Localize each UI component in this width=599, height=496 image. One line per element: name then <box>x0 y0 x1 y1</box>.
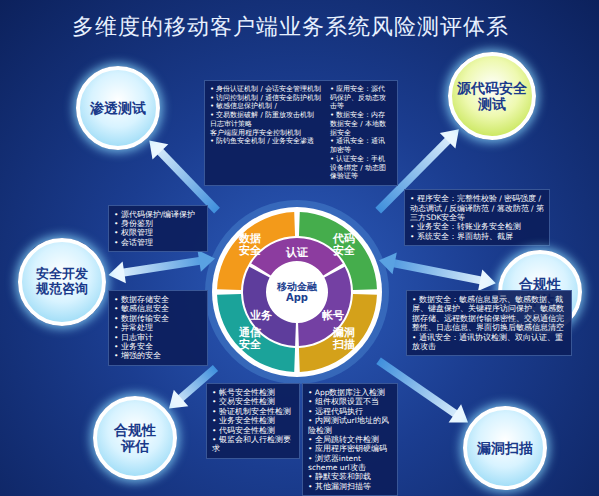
arrow-connector <box>109 250 216 283</box>
node-text: • 内网测试url地址的风险检测 <box>308 416 392 435</box>
service-circle: 漏洞扫描 <box>463 406 547 490</box>
node-text: 日志审计策略 <box>210 120 326 129</box>
inner-ring-label: 认证 <box>286 241 308 260</box>
node-text: • 通讯安全：通讯加密等 <box>330 137 392 155</box>
arrow-head <box>198 250 216 272</box>
segment-fill <box>299 294 377 372</box>
node-text: • 系统安全：界面劫持、截屏 <box>410 232 544 241</box>
bullet-panel: • 程序安全：完整性校验 / 密码强度 / 动态调试 / 反编译防范 / 篡改防… <box>404 189 550 246</box>
arrow-head <box>440 129 459 148</box>
node-text: • 静默安装和卸载 <box>308 472 392 481</box>
ring-glow <box>205 200 389 384</box>
node-text: 通信安全 <box>238 327 262 351</box>
node-text: • 交易数据破解 / 防重放攻击机制 <box>210 111 326 120</box>
node-text: • 应用程序密钥硬编码 <box>308 444 392 453</box>
ring-border <box>212 207 382 377</box>
node-text: • 验证机制安全性检测 <box>212 407 294 416</box>
node-text: • 应用安全：源代码保护、反动态攻击等 <box>330 85 392 111</box>
service-circle: 渗透测试 <box>76 66 160 150</box>
node-text: 源代码安全测试 <box>456 80 528 112</box>
node-text: 客户端应用程序安全控制机制 <box>210 129 326 138</box>
ring-segment: 漏洞扫描 <box>297 292 377 372</box>
node-text: • 业务安全 <box>114 342 202 351</box>
node-text: • App数据库注入检测 <box>308 388 392 397</box>
service-circle: 合规性评估 <box>93 396 177 480</box>
node-text: • 浏览器intent scheme url攻击 <box>308 454 392 473</box>
inner-ring-label: 业务 <box>250 304 272 323</box>
node-text: 认证 <box>286 246 308 259</box>
node-text: • 增强的安全 <box>114 351 202 360</box>
node-text: • 认证安全：手机设备绑定 / 动态图像验证等 <box>330 155 392 181</box>
panel-column: • 应用安全：源代码保护、反动态攻击等• 数据安全：内存数据安全 / 本地数据安… <box>330 85 392 181</box>
node-text: • 数据安全：内存数据安全 / 本地数据安全 <box>330 111 392 137</box>
node-text: • 身份认证机制 / 会话安全管理机制 <box>210 85 326 94</box>
node-text: • 业务安全：转账业务安全检测 <box>410 222 544 231</box>
node-text: • 远程代码执行 <box>308 407 392 416</box>
node-text: 漏洞扫描 <box>332 327 356 351</box>
arrow-shaft <box>393 263 482 281</box>
node-text: 安全开发规范咨询 <box>34 267 90 297</box>
node-text: • 会话管理 <box>114 238 202 247</box>
node-text: • 交易安全性检测 <box>212 397 294 406</box>
segment-fill <box>217 294 295 372</box>
node-text: • 程序安全：完整性校验 / 密码强度 / 动态调试 / 反编译防范 / 篡改防… <box>410 194 544 222</box>
node-text: • 其他漏洞扫描等 <box>308 482 392 491</box>
node-text: • 防钓鱼安全机制 / 业务安全渗透 <box>210 137 326 146</box>
node-text: • 日志审计 <box>114 333 202 342</box>
arrow-connector <box>379 253 496 291</box>
node-text: • 通讯安全：通讯协议检测、双向认证、重放攻击 <box>412 333 566 352</box>
node-text: • 异常处理 <box>114 323 202 332</box>
arrow-head <box>478 269 496 291</box>
node-text: • 敏感信息保护机制 / <box>210 102 326 111</box>
arrow-head <box>109 262 126 284</box>
bullet-panel: • 数据安全：敏感信息显示、敏感数据、截屏、键盘保护、关键程序访问保护、敏感数据… <box>406 290 572 356</box>
node-text: 数据安全 <box>238 233 262 257</box>
bullet-panel: • 源代码保护/编译保护• 身份鉴别• 权限管理• 会话管理 <box>108 205 208 253</box>
arrow-head <box>449 404 468 422</box>
node-text: 移动金融App <box>276 281 318 304</box>
node-text: • 权限管理 <box>114 228 202 237</box>
node-text: • 组件权限设置不当 <box>308 397 392 406</box>
inner-ring-label: 帐号 <box>322 304 344 323</box>
node-text: 代码安全 <box>332 233 356 257</box>
node-text: • 数据传输安全 <box>114 314 202 323</box>
node-text: 渗透测试 <box>81 100 155 116</box>
diagram-title: 多维度的移动客户端业务系统风险测评体系 <box>72 12 509 42</box>
bullet-panel: • 身份认证机制 / 会话安全管理机制• 访问控制机制 / 通信安全防护机制• … <box>204 80 398 186</box>
arrow-head <box>169 390 188 409</box>
panel-column: • 身份认证机制 / 会话安全管理机制• 访问控制机制 / 通信安全防护机制• … <box>210 85 326 181</box>
node-text: • 源代码保护/编译保护 <box>114 210 202 219</box>
node-text: 帐号 <box>322 309 344 322</box>
node-text: • 数据安全：敏感信息显示、敏感数据、截屏、键盘保护、关键程序访问保护、敏感数据… <box>412 295 566 333</box>
node-text: • 身份鉴别 <box>114 219 202 228</box>
node-text: 合规性评估 <box>113 422 157 454</box>
node-text: • 敏感信息安全 <box>114 304 202 313</box>
node-text: • 业务安全性检测 <box>212 416 294 425</box>
hub-ground <box>267 262 327 322</box>
service-circle: 源代码安全测试 <box>448 52 536 140</box>
node-text: • 帐号安全性检测 <box>212 388 294 397</box>
arrow-head <box>379 253 397 275</box>
node-text: • 代码安全性检测 <box>212 426 294 435</box>
node-text: • 全局跳转文件检测 <box>308 435 392 444</box>
node-text: 漏洞扫描 <box>473 440 537 456</box>
bullet-panel: • 数据存储安全• 敏感信息安全• 数据传输安全• 异常处理• 日志审计• 业务… <box>108 290 208 366</box>
service-circle: 安全开发规范咨询 <box>18 238 106 326</box>
arrow-shaft <box>122 261 201 273</box>
node-text: • 银监会和人行检测要求 <box>212 435 294 454</box>
node-text: • 访问控制机制 / 通信安全防护机制 <box>210 94 326 103</box>
panel-columns: • 身份认证机制 / 会话安全管理机制• 访问控制机制 / 通信安全防护机制• … <box>210 85 392 181</box>
hub-circle: 移动金融App <box>268 263 326 321</box>
node-text: • 数据存储安全 <box>114 295 202 304</box>
node-text: 业务 <box>250 309 272 322</box>
bullet-panel: • 帐号安全性检测• 交易安全性检测• 验证机制安全性检测• 业务安全性检测• … <box>206 383 300 459</box>
arrow-head <box>149 140 168 159</box>
ring-segment: 通信安全 <box>217 292 297 372</box>
bullet-panel: • App数据库注入检测• 组件权限设置不当• 远程代码执行• 内网测试url地… <box>302 383 398 496</box>
